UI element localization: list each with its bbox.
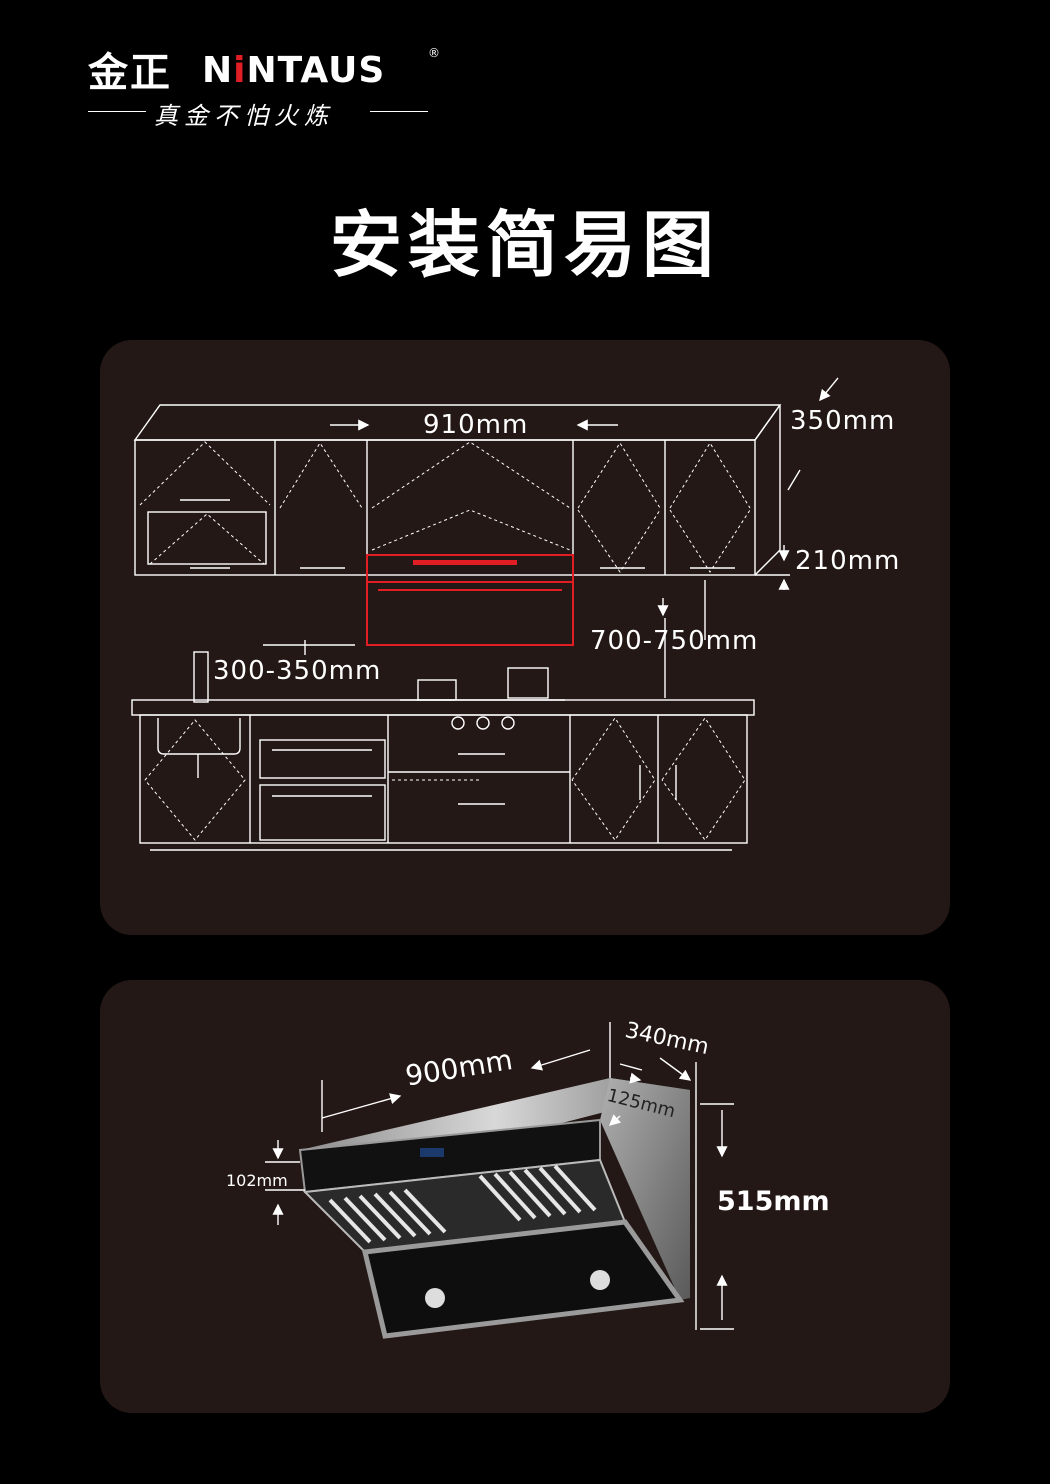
hood-lamp-left bbox=[425, 1288, 445, 1308]
brand-en-post: NTAUS bbox=[246, 50, 386, 91]
brand-logo: 金正 NiNTAUS ® 真金不怕火炼 bbox=[88, 40, 448, 130]
depth-350-label: 350mm bbox=[790, 406, 896, 436]
install-diagram-panel: 910mm 350mm 210mm 700-750mm 300-350mm bbox=[100, 340, 950, 935]
range-hood-illustration bbox=[265, 1022, 734, 1339]
page-title: 安装简易图 bbox=[329, 203, 720, 287]
slogan-rule-left bbox=[88, 111, 146, 112]
hood-light-bar bbox=[413, 560, 517, 565]
height-700-750-label: 700-750mm bbox=[590, 626, 759, 656]
brand-cn-name: 金正 bbox=[88, 50, 172, 96]
brand-en-i: i bbox=[233, 50, 247, 91]
display-screen bbox=[420, 1148, 444, 1157]
countertop bbox=[131, 699, 755, 716]
registered-mark: ® bbox=[428, 46, 440, 60]
brand-en-name: NiNTAUS bbox=[202, 50, 385, 91]
hood-dimension-panel: 900mm 340mm 125mm 102mm 515mm bbox=[100, 980, 950, 1413]
lower-cabinets bbox=[139, 714, 748, 844]
upper-cabinet-front bbox=[134, 439, 756, 576]
hood-height-515-label: 515mm bbox=[717, 1186, 830, 1217]
range-hood-highlight bbox=[366, 554, 574, 646]
slogan-text: 真金不怕火炼 bbox=[154, 102, 334, 130]
hood-side-panel bbox=[600, 1078, 690, 1300]
offset-210-label: 210mm bbox=[795, 546, 901, 576]
hood-lamp-right bbox=[590, 1270, 610, 1290]
brand-slogan: 真金不怕火炼 bbox=[88, 96, 433, 130]
hood-glass-panel bbox=[361, 1219, 685, 1339]
clearance-300-350-label: 300-350mm bbox=[213, 656, 382, 686]
slogan-rule-right bbox=[370, 111, 428, 112]
brand-en-pre: N bbox=[202, 50, 234, 91]
kitchen-line-drawing bbox=[131, 377, 839, 851]
hood-front-height-102-label: 102mm bbox=[226, 1171, 288, 1190]
width-910-label: 910mm bbox=[423, 410, 529, 440]
